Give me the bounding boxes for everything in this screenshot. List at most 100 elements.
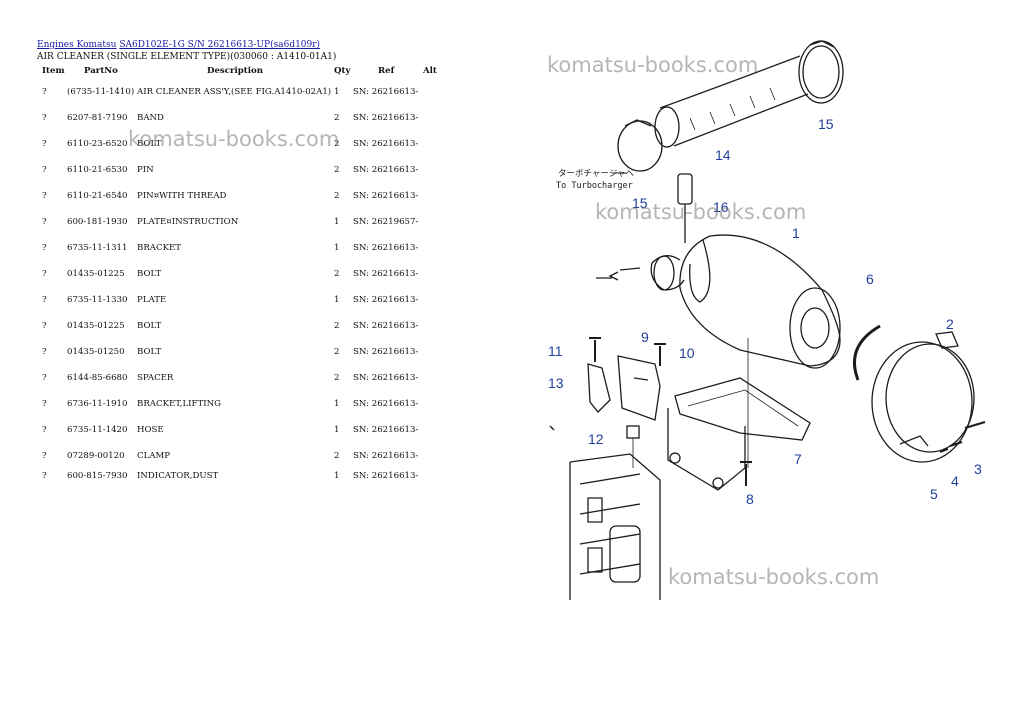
clamp-15-lower-screw-part (624, 119, 652, 127)
note-en: To Turbocharger (556, 181, 633, 191)
cell-ref: SN: 26216613- (353, 399, 419, 409)
clamp-15-screw-part (809, 40, 835, 48)
watermark: komatsu-books.com (595, 200, 807, 224)
callout-16[interactable]: 16 (713, 199, 729, 215)
engine-ports-part (587, 497, 603, 573)
callout-7[interactable]: 7 (794, 451, 802, 467)
callout-5[interactable]: 5 (930, 486, 938, 502)
engine-filter-part (609, 525, 641, 583)
cell-ref: SN: 26216613- (353, 347, 419, 357)
hose-14-ribs-part (689, 87, 776, 131)
breadcrumb-link-model[interactable]: SA6D102E-1G S/N 26216613-UP(sa6d109r) (119, 40, 321, 50)
spacer-12-part (626, 425, 640, 439)
pin-4-part (949, 441, 963, 447)
cell-qty: 2 (334, 139, 340, 149)
inlet-arrow-head-part (608, 271, 619, 281)
band-2-part (871, 341, 973, 463)
cell-description: AIR CLEANER ASS'Y,(SEE FIG.A1410-02A1) (137, 87, 332, 97)
bracket-hole-b-part (712, 477, 724, 489)
cell-partno: 6110-21-6540 (67, 191, 128, 201)
cell-ref: SN: 26216613- (353, 321, 419, 331)
callout-2[interactable]: 2 (946, 316, 954, 332)
cell-item: ? (42, 217, 47, 227)
cell-qty: 2 (334, 113, 340, 123)
cell-item: ? (42, 113, 47, 123)
cell-partno: 6144-85-6680 (67, 373, 128, 383)
tiny-mark-part (549, 425, 555, 431)
callout-14[interactable]: 14 (715, 147, 731, 163)
callout-12[interactable]: 12 (588, 431, 604, 447)
bracket-9-slot-part (633, 377, 649, 381)
cell-description: BRACKET,LIFTING (137, 399, 222, 409)
cell-partno: 07289-00120 (67, 451, 125, 461)
cell-qty: 1 (334, 399, 340, 409)
air-cleaner-end-cap-part (789, 287, 841, 369)
cell-item: ? (42, 451, 47, 461)
callout-11[interactable]: 11 (548, 343, 563, 359)
cell-item: ? (42, 87, 47, 97)
callout-15-top[interactable]: 15 (818, 116, 834, 132)
cell-ref: SN: 26216613- (353, 451, 419, 461)
bracket-hole-a-part (669, 452, 681, 464)
band-2-tab-part (935, 331, 959, 349)
cell-partno: 6736-11-1910 (67, 399, 128, 409)
cell-qty: 2 (334, 321, 340, 331)
cell-item: ? (42, 191, 47, 201)
cell-description: BOLT (137, 321, 162, 331)
watermark: komatsu-books.com (668, 565, 880, 589)
header-item: Item (42, 66, 65, 76)
cell-partno: 01435-01225 (67, 269, 125, 279)
cell-qty: 1 (334, 471, 340, 481)
callout-6[interactable]: 6 (866, 271, 874, 287)
hose-14-part (659, 55, 809, 147)
callout-3[interactable]: 3 (974, 461, 982, 477)
cell-item: ? (42, 471, 47, 481)
cell-qty: 2 (334, 191, 340, 201)
cell-ref: SN: 26216613- (353, 269, 419, 279)
band-2-inner-part (885, 343, 975, 453)
cell-qty: 2 (334, 451, 340, 461)
callout-10[interactable]: 10 (679, 345, 695, 361)
callout-4[interactable]: 4 (951, 473, 959, 489)
cell-partno: 6735-11-1420 (67, 425, 128, 435)
cell-ref: SN: 26216613- (353, 243, 419, 253)
header-ref: Ref (378, 66, 395, 76)
cell-ref: SN: 26216613- (353, 471, 419, 481)
callout-9[interactable]: 9 (641, 329, 649, 345)
cell-description: PIN¤WITH THREAD (137, 191, 227, 201)
cell-ref: SN: 26216613- (353, 139, 419, 149)
cell-partno: 6735-11-1311 (67, 243, 128, 253)
cell-description: CLAMP (137, 451, 171, 461)
callout-8[interactable]: 8 (746, 491, 754, 507)
air-cleaner-hood-part (689, 239, 711, 303)
cell-description: BOLT (137, 269, 162, 279)
cell-ref: SN: 26216613- (353, 425, 419, 435)
cell-partno: (6735-11-1410) (67, 87, 135, 97)
callout-15-lower[interactable]: 15 (632, 195, 648, 211)
cell-partno: 600-815-7930 (67, 471, 128, 481)
cell-ref: SN: 26216613- (353, 113, 419, 123)
cell-ref: SN: 26216613- (353, 373, 419, 383)
cell-partno: 600-181-1930 (67, 217, 128, 227)
band-6-part (853, 324, 881, 381)
header-description: Description (207, 66, 264, 76)
cell-qty: 1 (334, 87, 340, 97)
breadcrumb-link-engines[interactable]: Engines Komatsu (37, 40, 117, 50)
watermark: komatsu-books.com (128, 127, 340, 151)
hose-14-end-part (654, 106, 680, 148)
air-cleaner-inlet-ring-part (653, 255, 675, 291)
cell-item: ? (42, 425, 47, 435)
callout-13[interactable]: 13 (548, 375, 564, 391)
clamp-15-top-inner-part (802, 45, 840, 99)
cell-partno: 6110-21-6530 (67, 165, 128, 175)
cell-ref: SN: 26216613- (353, 87, 419, 97)
callout-1[interactable]: 1 (792, 225, 800, 241)
cell-qty: 1 (334, 425, 340, 435)
cell-ref: SN: 26219657- (353, 217, 419, 227)
cell-description: PIN (137, 165, 154, 175)
clamp-15-top-part (798, 40, 844, 104)
header-partno: PartNo (84, 66, 118, 76)
clamp-15-lower-part (617, 120, 663, 172)
plate-7-edge-part (687, 389, 799, 427)
parts-exploded-drawing: ターボチャージャへ To Turbocharger 1 2 3 4 5 6 7 … (548, 40, 986, 600)
